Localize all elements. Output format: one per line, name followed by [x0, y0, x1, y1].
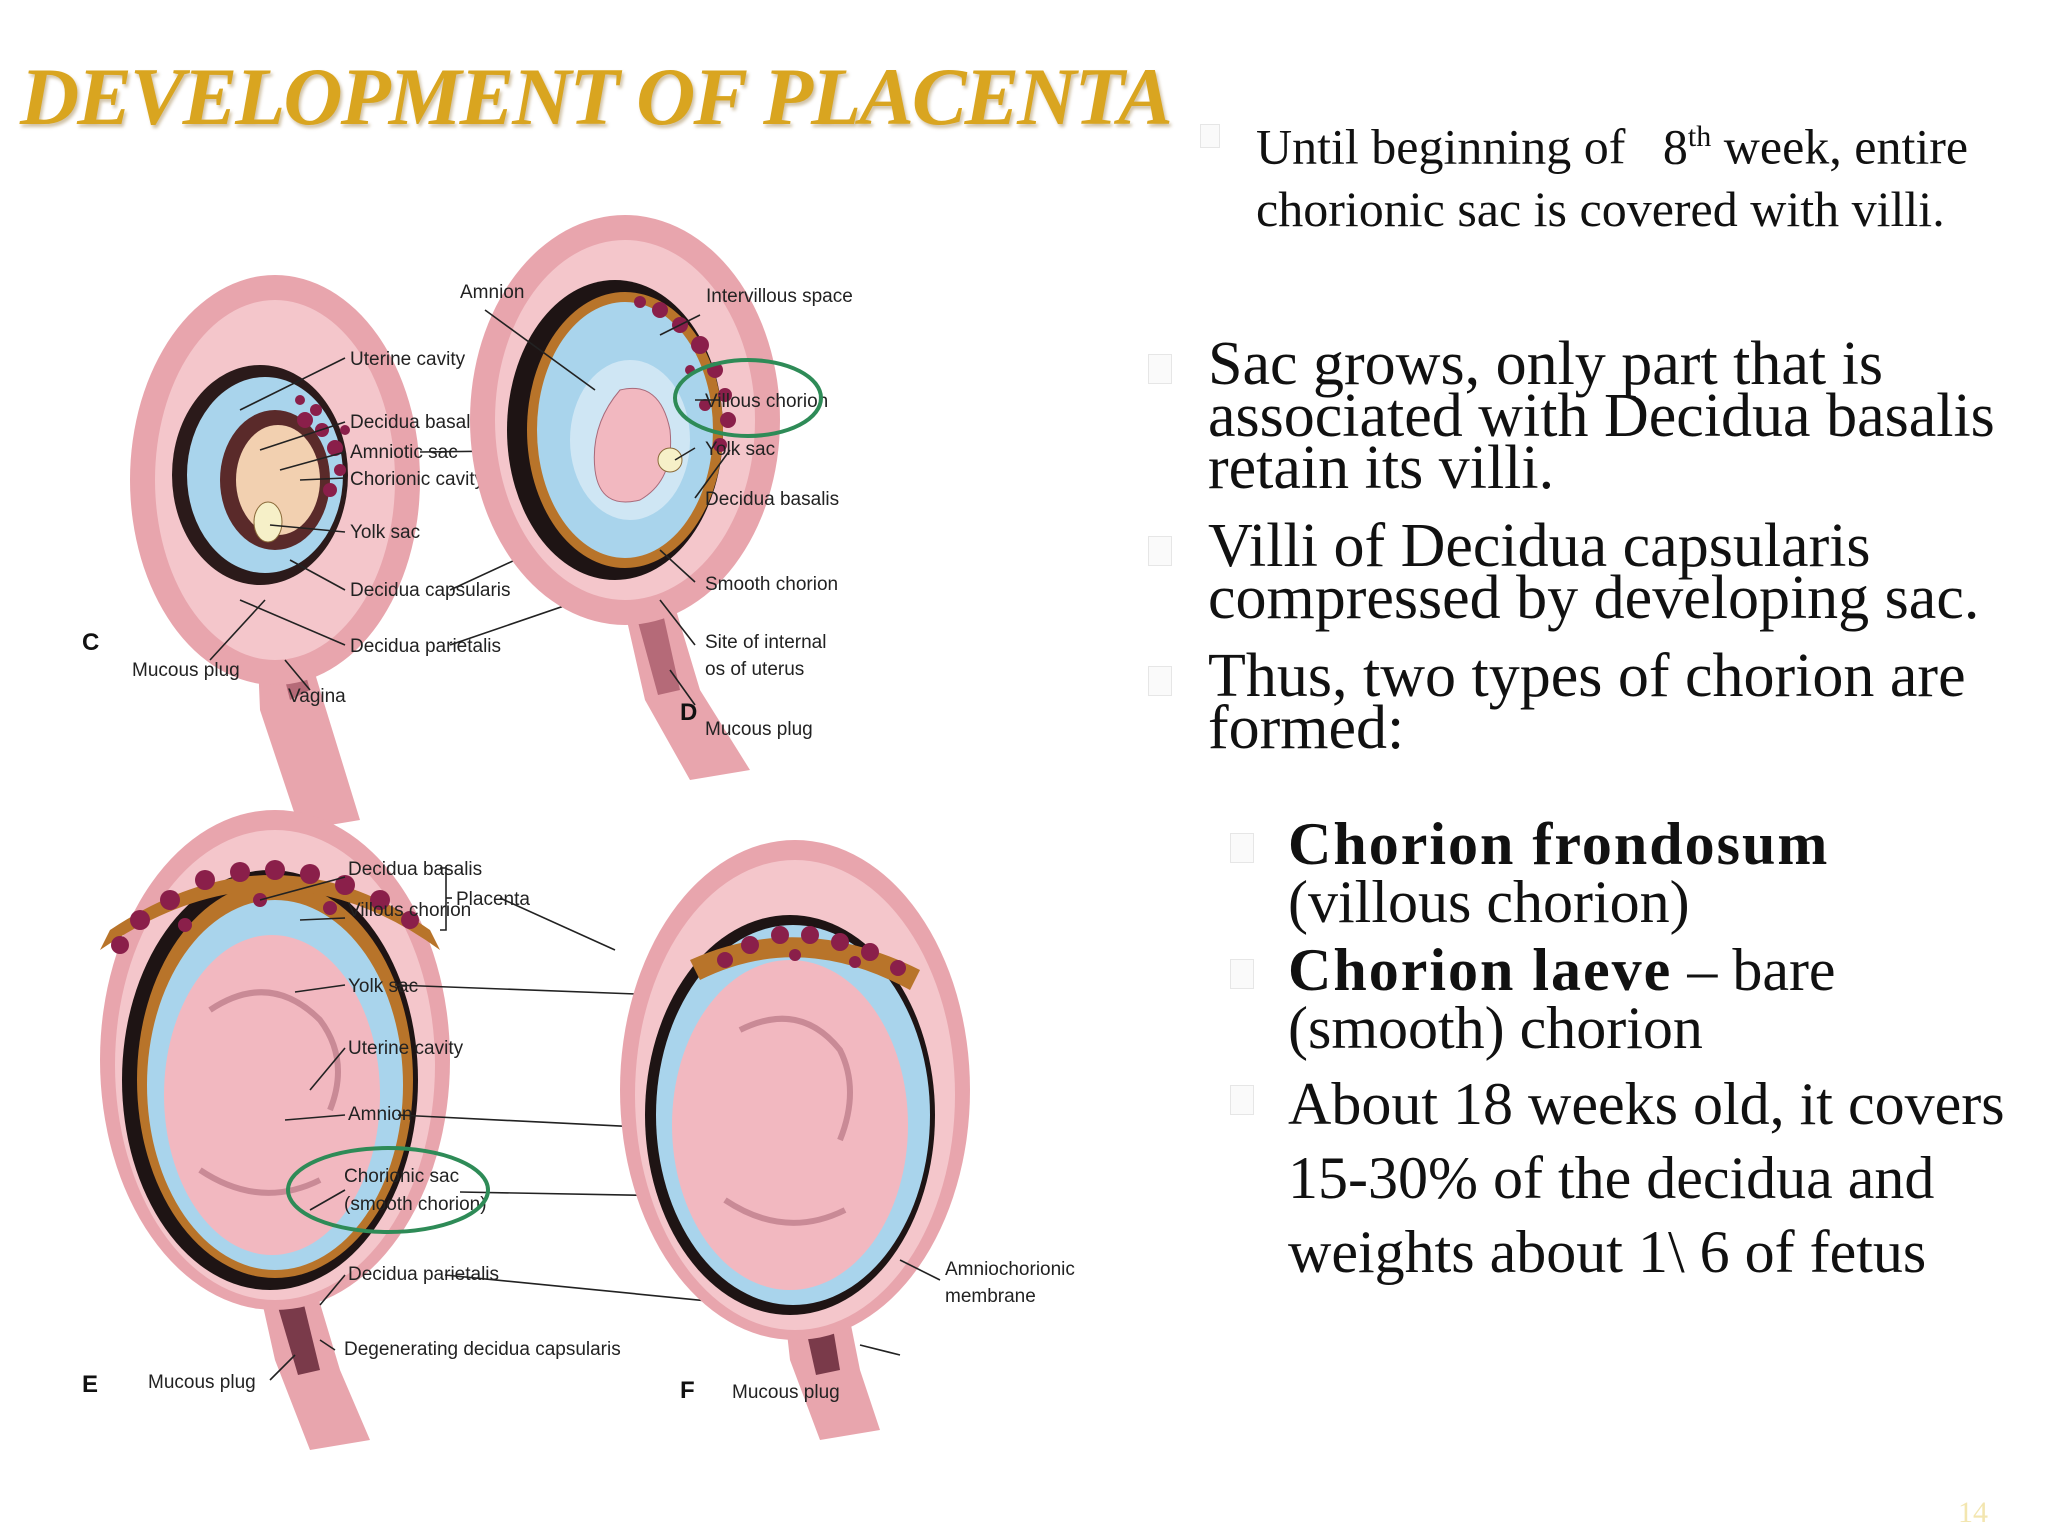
svg-text:Vagina: Vagina — [288, 686, 346, 707]
svg-text:Decidua parietalis: Decidua parietalis — [348, 1264, 499, 1285]
svg-text:Decidua parietalis: Decidua parietalis — [350, 636, 501, 657]
bullet-marker-icon — [1230, 959, 1254, 989]
panel-e-labels: Decidua basalis Villous chorion Placenta… — [82, 859, 621, 1398]
svg-text:Amniotic sac: Amniotic sac — [350, 442, 458, 463]
svg-text:Chorionic sac: Chorionic sac — [344, 1166, 459, 1187]
svg-text:Placenta: Placenta — [456, 889, 530, 910]
panel-d-illustration — [470, 215, 780, 780]
svg-text:C: C — [82, 629, 99, 656]
svg-text:Villous chorion: Villous chorion — [348, 900, 471, 921]
svg-text:Decidua capsularis: Decidua capsularis — [350, 580, 511, 601]
svg-text:Amnion: Amnion — [348, 1104, 412, 1125]
svg-text:Yolk sac: Yolk sac — [350, 522, 420, 543]
svg-text:Decidua basalis: Decidua basalis — [350, 412, 484, 433]
panel-f-labels: Amniochorionic membrane Mucous plug F — [680, 1259, 1075, 1404]
svg-text:F: F — [680, 1377, 695, 1404]
svg-text:Smooth chorion: Smooth chorion — [705, 574, 838, 595]
svg-text:Mucous plug: Mucous plug — [705, 719, 813, 740]
chorion-laeve-term: Chorion laeve — [1288, 937, 1673, 1003]
bullet-marker-icon — [1148, 666, 1172, 696]
svg-text:os of uterus: os of uterus — [705, 659, 804, 680]
page-number: 14 — [1958, 1496, 1988, 1529]
panel-c-illustration — [130, 275, 420, 830]
chorion-frondosum-term: Chorion frondosum — [1288, 811, 1830, 877]
svg-text:Yolk sac: Yolk sac — [348, 976, 418, 997]
svg-text:Chorionic cavity: Chorionic cavity — [350, 469, 485, 490]
intro-note-text: Until beginning of 8th week, entire chor… — [1256, 118, 1969, 237]
panel-c-labels: Uterine cavity Decidua basalis Amniotic … — [82, 349, 511, 707]
main-bullet-list: Sac grows, only part that is associated … — [1148, 333, 2028, 780]
placenta-development-diagram: Uterine cavity Decidua basalis Amniotic … — [60, 130, 1170, 1500]
svg-text:Mucous plug: Mucous plug — [732, 1382, 840, 1403]
page-title: DEVELOPMENT OF PLACENTA — [20, 51, 1173, 142]
svg-text:Decidua basalis: Decidua basalis — [705, 489, 839, 510]
panel-f-illustration — [620, 840, 970, 1440]
svg-text:Decidua basalis: Decidua basalis — [348, 859, 482, 880]
list-item: Chorion laeve – bare (smooth) chorion — [1230, 940, 2010, 1058]
bullet-marker-icon — [1148, 354, 1172, 384]
panel-d-labels: Amnion Intervillous space Villous chorio… — [460, 282, 853, 740]
svg-text:Villous chorion: Villous chorion — [705, 391, 828, 412]
intro-note: Until beginning of 8th week, entire chor… — [1200, 106, 2000, 240]
panel-f-leaders — [859, 1259, 941, 1356]
svg-text:Yolk sac: Yolk sac — [705, 439, 775, 460]
svg-text:Mucous plug: Mucous plug — [148, 1372, 256, 1393]
svg-text:Uterine cavity: Uterine cavity — [348, 1038, 464, 1059]
list-item: Villi of Decidua capsularis compressed b… — [1148, 515, 2028, 629]
list-item: Sac grows, only part that is associated … — [1148, 333, 2028, 499]
villous-chorion-highlight — [673, 358, 823, 438]
list-item: Thus, two types of chorion are formed: — [1148, 645, 2028, 759]
sub-bullet-list: Chorion frondosum(villous chorion) Chori… — [1230, 814, 2010, 1299]
svg-text:(smooth chorion): (smooth chorion) — [344, 1194, 487, 1215]
svg-text:Mucous plug: Mucous plug — [132, 660, 240, 681]
bullet-marker-icon — [1200, 124, 1220, 148]
panel-e-illustration — [100, 810, 450, 1450]
bullet-marker-icon — [1230, 1085, 1254, 1115]
svg-text:Amniochorionic: Amniochorionic — [945, 1259, 1075, 1280]
list-item: About 18 weeks old, it covers 15-30% of … — [1230, 1067, 2010, 1289]
svg-text:Site of internal: Site of internal — [705, 632, 826, 653]
list-item: Chorion frondosum(villous chorion) — [1230, 814, 2010, 932]
svg-text:D: D — [680, 699, 697, 726]
svg-text:membrane: membrane — [945, 1286, 1036, 1307]
svg-text:Degenerating decidua capsulari: Degenerating decidua capsularis — [344, 1339, 621, 1360]
svg-text:Uterine cavity: Uterine cavity — [350, 349, 466, 370]
svg-text:Amnion: Amnion — [460, 282, 524, 303]
svg-text:Intervillous space: Intervillous space — [706, 286, 853, 307]
chorionic-sac-highlight — [286, 1146, 490, 1234]
bullet-marker-icon — [1230, 833, 1254, 863]
panel-d-leaders — [484, 309, 731, 706]
svg-text:E: E — [82, 1371, 98, 1398]
bullet-marker-icon — [1148, 536, 1172, 566]
